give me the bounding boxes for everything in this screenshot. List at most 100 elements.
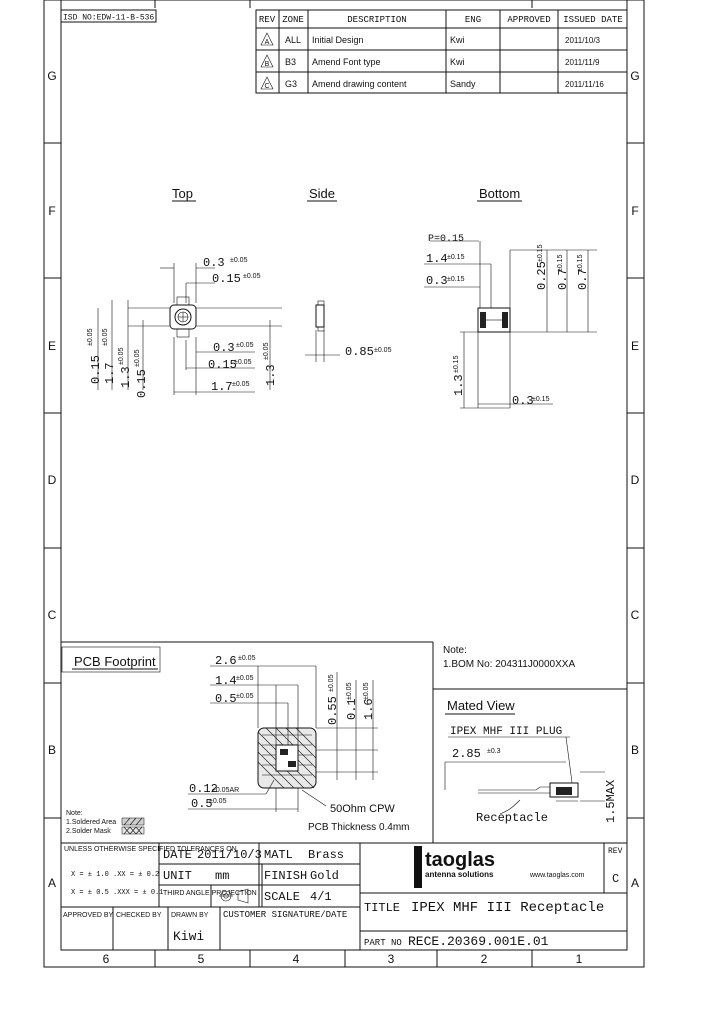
side-view: 0.85 ±0.05 xyxy=(305,300,392,362)
approved-label: APPROVED BY xyxy=(63,912,114,919)
customer-label: CUSTOMER SIGNATURE/DATE xyxy=(223,910,347,920)
col-label-5: 5 xyxy=(198,952,205,966)
rev-row-zone: ALL xyxy=(285,35,301,45)
grid-labels: 6 5 4 3 2 1 G F E D C B A G F E D C B A xyxy=(47,69,639,966)
mated-dim: 2.85 xyxy=(452,747,481,761)
drawn-value: Kiwi xyxy=(173,929,204,944)
top-vdim-5: 1.3 xyxy=(264,364,278,386)
col-label-2: 2 xyxy=(481,952,488,966)
pcb-dim-4-tol: ±0.05 xyxy=(209,798,227,805)
matl-label: MATL xyxy=(264,848,293,862)
rev-label: REV xyxy=(608,847,623,856)
pcb-pad-pattern xyxy=(257,727,317,789)
scale-value: 4/1 xyxy=(310,890,332,904)
top-vdim-4: 0.15 xyxy=(135,369,149,398)
top-vdim-2-tol: ±0.05 xyxy=(102,328,109,346)
mated-plug-label: IPEX MHF III PLUG xyxy=(450,726,562,738)
tol-line-1: X = ± 1.0 .XX = ± 0.2 xyxy=(71,871,159,879)
bottom-dim-pitch: P=0.15 xyxy=(428,234,464,245)
bottom-vdim-c: 0.25 xyxy=(535,261,549,290)
note-block: Note: 1.BOM No: 204311J0000XXA xyxy=(443,645,575,670)
bottom-vdim-f: 1.3 xyxy=(452,374,466,396)
pcb-dim-2-tol: ±0.05 xyxy=(236,675,254,682)
pcb-dim-1-tol: ±0.05 xyxy=(238,655,256,662)
title-block: UNLESS OTHERWISE SPECIFIED TOLERANCES ON… xyxy=(60,842,628,951)
pcb-vdim-1: 0.55 xyxy=(326,696,340,725)
bottom-vdim-e: 0.7 xyxy=(576,268,590,290)
row-label-c-left: C xyxy=(48,608,57,622)
bottom-vdim-d-tol: ±0.15 xyxy=(557,254,564,272)
doc-id-box: ISD NO:EDW-11-B-536 xyxy=(60,9,157,23)
bottom-vdim-e-tol: ±0.15 xyxy=(577,254,584,272)
top-dim-5-tol: ±0.05 xyxy=(232,381,250,388)
top-dim-4: 0.15 xyxy=(208,358,237,372)
mated-dim-tol: ±0.3 xyxy=(487,748,501,755)
col-label-6: 6 xyxy=(103,952,110,966)
row-label-d-left: D xyxy=(48,473,57,487)
rev-row-eng: Kwi xyxy=(450,57,465,67)
rev-header-issued-date: ISSUED DATE xyxy=(563,15,622,25)
part-label: PART NO xyxy=(364,938,402,948)
row-label-e-left: E xyxy=(48,339,56,353)
pcb-vdim-3: 1.6 xyxy=(362,698,376,720)
tol-head: UNLESS OTHERWISE SPECIFIED TOLERANCES ON xyxy=(64,846,237,853)
rev-row-eng: Sandy xyxy=(450,79,476,89)
top-dim-3: 0.3 xyxy=(213,341,235,355)
bottom-dim-a: 1.4 xyxy=(426,252,448,266)
pcb-radius-tol: ±0.05AR xyxy=(212,787,239,794)
bottom-dim-b: 0.3 xyxy=(426,274,448,288)
pcb-vdim-2: 0.1 xyxy=(345,698,359,720)
row-label-b-left: B xyxy=(48,743,56,757)
row-label-b-right: B xyxy=(631,743,639,757)
mated-view: Mated View IPEX MHF III PLUG 2.85 ±0.3 1… xyxy=(444,698,618,825)
view-title-bottom: Bottom xyxy=(479,186,520,201)
pcb-vdim-1-tol: ±0.05 xyxy=(328,674,335,692)
bottom-pad xyxy=(502,312,508,328)
date-value: 2011/10/3 xyxy=(197,848,262,862)
legend-title: Note: xyxy=(66,810,83,817)
top-vdim-3-tol: ±0.05 xyxy=(118,347,125,365)
rev-row-rev: C xyxy=(264,83,269,90)
bottom-view: P=0.15 1.4 ±0.15 0.3 ±0.15 0.25 ±0.15 0.… xyxy=(424,234,597,409)
col-label-3: 3 xyxy=(388,952,395,966)
part-value: RECE.20369.001E.01 xyxy=(408,934,549,949)
rev-row-rev: B xyxy=(265,61,270,68)
top-dim-1-tol: ±0.05 xyxy=(230,257,248,264)
doc-id: ISD NO:EDW-11-B-536 xyxy=(63,14,154,23)
pcb-dim-3-tol: ±0.05 xyxy=(236,693,254,700)
top-dim-2: 0.15 xyxy=(212,272,241,286)
legend-soldered: 1.Soldered Area xyxy=(66,819,116,826)
rev-row-eng: Kwi xyxy=(450,35,465,45)
rev-row-rev: A xyxy=(265,39,270,46)
row-label-g-left: G xyxy=(47,69,56,83)
pcb-dim-2: 1.4 xyxy=(215,674,237,688)
row-label-g-right: G xyxy=(630,69,639,83)
pcb-radius: 0.12 xyxy=(189,782,218,796)
bottom-vdim-d: 0.7 xyxy=(556,268,570,290)
top-dim-5: 1.7 xyxy=(211,380,233,394)
finish-label: FINISH xyxy=(264,869,307,883)
bottom-dim-b-tol: ±0.15 xyxy=(447,276,465,283)
rev-row-description: Initial Design xyxy=(312,35,364,45)
top-vdim-5-tol: ±0.05 xyxy=(263,342,270,360)
rev-row-date: 2011/11/16 xyxy=(565,80,604,89)
mated-receptacle-label: Receptacle xyxy=(476,811,548,825)
bottom-pad xyxy=(480,312,486,328)
third-angle-projection-icon xyxy=(219,888,249,904)
rev-header-zone: ZONE xyxy=(282,15,304,25)
mated-title: Mated View xyxy=(447,698,515,713)
revision-triangle-icon xyxy=(260,54,274,68)
top-dim-3-tol: ±0.05 xyxy=(236,342,254,349)
brand-sub: antenna solutions xyxy=(425,870,494,879)
bottom-vdim-f-tol: ±0.15 xyxy=(453,355,460,373)
pcb-dim-3: 0.5 xyxy=(215,692,237,706)
bottom-vdim-c-tol: ±0.15 xyxy=(537,244,544,262)
drawn-label: DRAWN BY xyxy=(171,912,209,919)
top-view: 0.3 ±0.05 0.15 ±0.05 0.3 ±0.05 0.15 ±0.0… xyxy=(87,256,282,398)
note-line-1: 1.BOM No: 204311J0000XXA xyxy=(443,659,575,670)
date-label: DATE xyxy=(163,848,192,862)
bottom-dim-g: 0.3 xyxy=(512,394,534,408)
row-label-e-right: E xyxy=(631,339,639,353)
